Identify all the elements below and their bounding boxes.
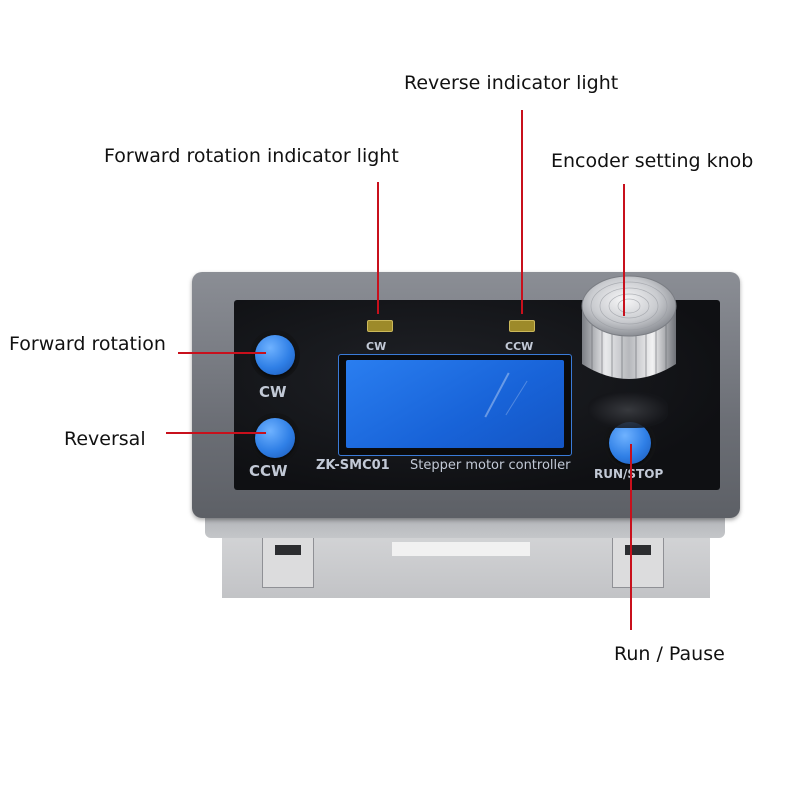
callout-encoder-knob: Encoder setting knob [551,150,754,172]
cw-button[interactable] [255,335,295,375]
callout-reversal: Reversal [64,428,146,450]
mounting-clip-right [612,536,664,588]
encoder-knob[interactable] [578,272,680,386]
run-stop-label: RUN/STOP [594,467,664,481]
forward-indicator-led [367,320,393,332]
leader-run-pause [630,444,632,630]
ccw-button-label: CCW [249,462,288,480]
description-label: Stepper motor controller [410,458,571,473]
callout-run-pause: Run / Pause [614,643,725,665]
reverse-indicator-led [509,320,535,332]
callout-forward-rotation: Forward rotation [9,333,166,355]
callout-forward-indicator: Forward rotation indicator light [104,145,399,167]
leader-forward-rotation [178,352,266,354]
knob-reflection [588,392,668,428]
cw-button-label: CW [259,383,287,401]
leader-reverse-indicator [521,110,523,314]
callout-reverse-indicator: Reverse indicator light [404,72,619,94]
lcd-screen [346,360,564,448]
leader-forward-indicator [377,182,379,314]
leader-reversal [166,432,266,434]
connector-strip [392,542,530,556]
mounting-clip-left [262,536,314,588]
led-cw-label: CW [366,340,387,353]
led-ccw-label: CCW [505,340,534,353]
model-label: ZK-SMC01 [316,458,390,473]
leader-encoder-knob [623,184,625,316]
ccw-button[interactable] [255,418,295,458]
